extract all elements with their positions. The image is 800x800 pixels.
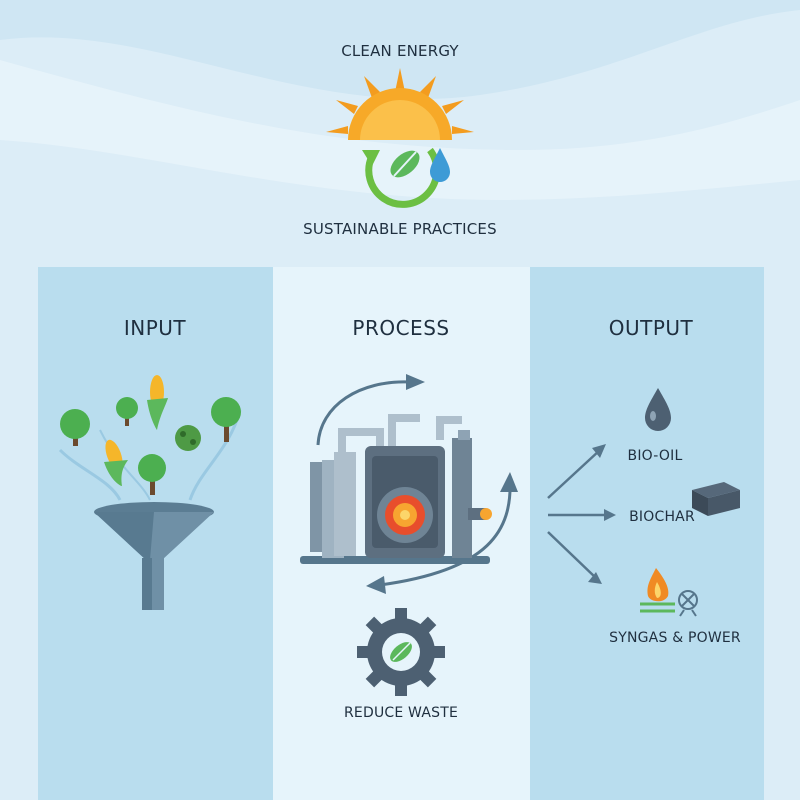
process-caption: REDUCE WASTE [343,705,458,721]
droplet-icon [645,388,671,431]
header-title: CLEAN ENERGY [341,42,459,60]
output-item-biochar: BIOCHAR [629,509,695,525]
output-item-syngas-power: SYNGAS & POWER [609,630,741,646]
gear-leaf-icon [357,608,445,696]
tree-icon [60,397,241,495]
output-panel [530,267,764,800]
corn-icon [104,375,168,486]
process-heading: PROCESS [352,316,450,340]
header-subtitle: SUSTAINABLE PRACTICES [303,220,497,238]
output-arrows [547,449,608,579]
circular-arrows-icon [316,380,512,587]
background-waves [0,0,800,270]
shrub-icon [175,425,201,451]
flame-turbine-icon [640,568,698,617]
funnel-icon [58,409,242,610]
output-heading: OUTPUT [608,316,694,340]
input-heading: INPUT [123,316,187,340]
output-item-bio-oil: BIO-OIL [627,448,683,464]
charcoal-block-icon [692,482,740,516]
reactor-icon [300,414,492,564]
